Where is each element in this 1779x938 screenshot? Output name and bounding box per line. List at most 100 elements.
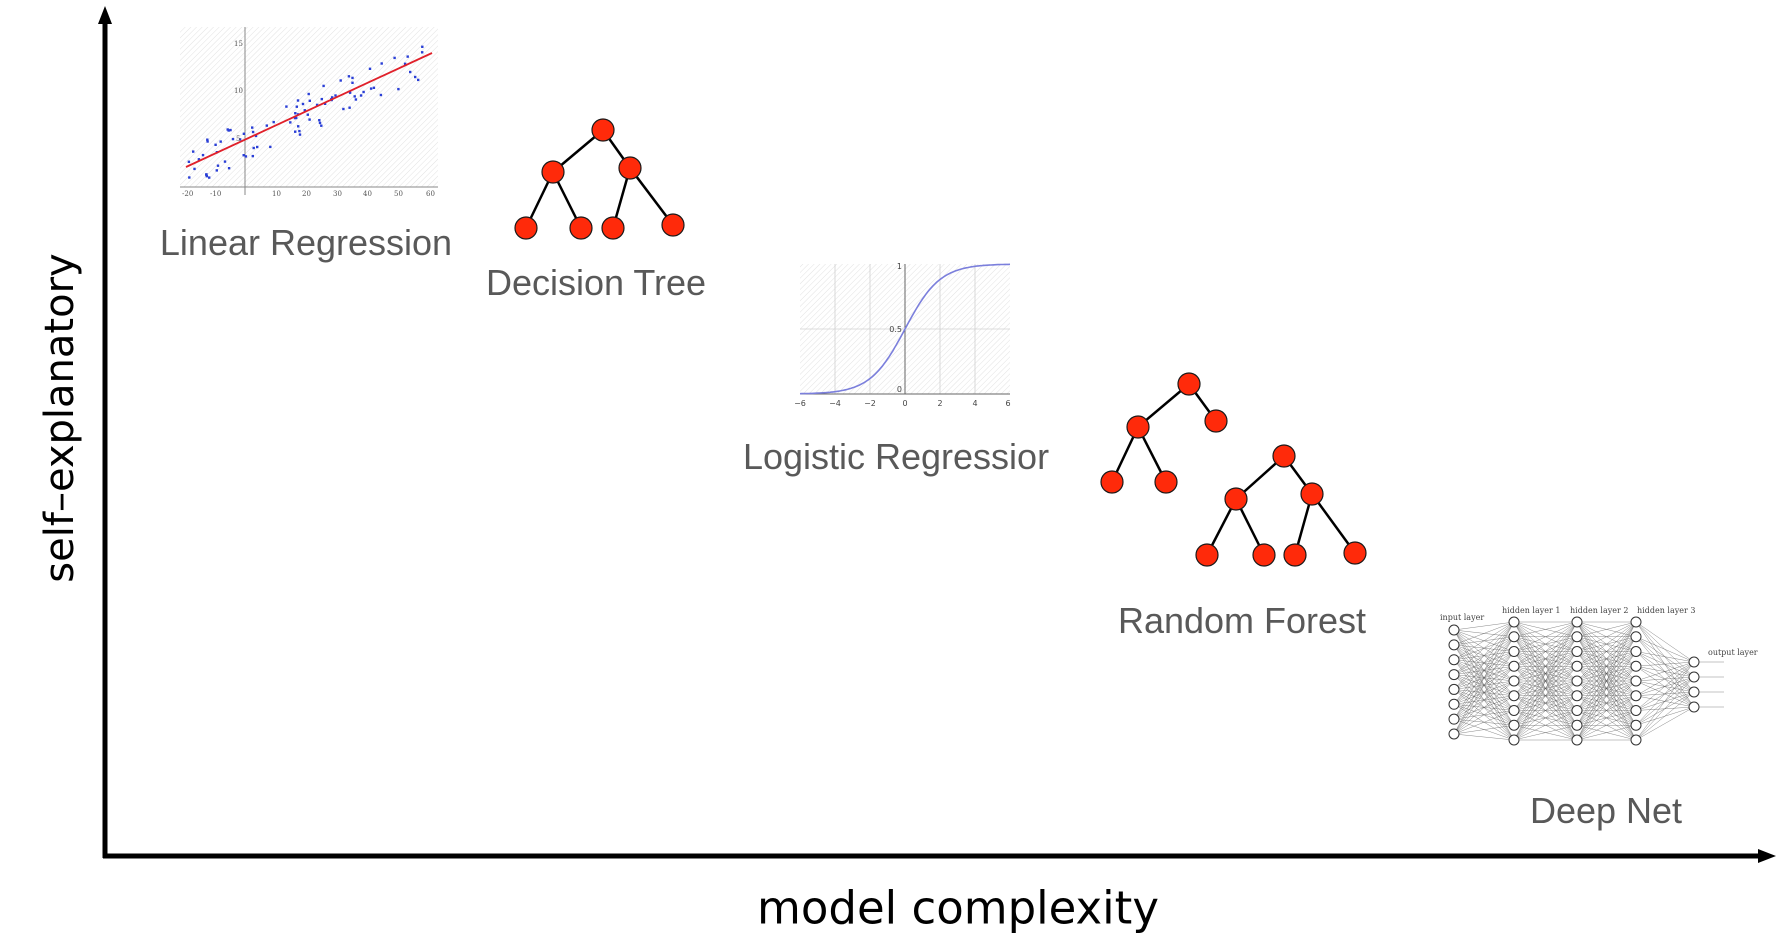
tree-node: [1252, 543, 1276, 567]
network-edge: [1576, 621, 1637, 637]
scatter-point: [320, 124, 323, 127]
deep-net-diagram: input layer hidden layer 1 hidden layer …: [1440, 606, 1758, 746]
tree-node: [541, 160, 565, 184]
network-node: [1508, 675, 1520, 687]
scatter-point: [368, 67, 372, 70]
random-forest-icon: [1100, 372, 1367, 567]
network-edge: [1453, 621, 1515, 646]
scatter-point: [353, 95, 356, 98]
network-edge: [1576, 725, 1637, 741]
tree-node: [1195, 543, 1219, 567]
scatter-point: [188, 176, 191, 179]
scatter-point: [256, 145, 259, 149]
network-node: [1571, 675, 1583, 687]
scatter-point: [342, 107, 345, 111]
y-tick-label: 0.5: [889, 325, 902, 334]
tree-node: [1154, 470, 1178, 494]
network-node: [1630, 631, 1642, 643]
scatter-point: [322, 84, 325, 88]
network-edge: [1576, 680, 1637, 741]
x-tick-label: 20: [302, 190, 311, 198]
scatter-point: [295, 116, 298, 120]
x-tick-label: 6: [1005, 399, 1010, 408]
tree-node: [1204, 409, 1228, 433]
plot-background: [180, 27, 438, 187]
scatter-point: [223, 160, 227, 163]
network-edge: [1453, 621, 1515, 705]
network-node: [1508, 646, 1520, 657]
decision-tree-label: Decision Tree: [485, 262, 707, 303]
scatter-point: [397, 87, 400, 91]
network-edge: [1453, 621, 1515, 720]
scatter-point: [272, 120, 275, 124]
scatter-point: [231, 137, 235, 141]
network-edge: [1453, 651, 1515, 735]
scatter-point: [206, 140, 209, 143]
tree-node: [1126, 415, 1150, 439]
network-edge: [1635, 661, 1695, 711]
scatter-point: [216, 164, 220, 167]
y-tick-label: 5: [236, 135, 240, 143]
scatter-point: [293, 116, 297, 120]
network-nodes: [1448, 616, 1700, 746]
scatter-point: [308, 118, 311, 121]
x-tick-label: 0: [902, 399, 907, 408]
network-edge: [1453, 621, 1515, 675]
scatter-point: [298, 133, 302, 136]
network-edge: [1453, 680, 1515, 735]
scatter-point: [318, 121, 322, 125]
network-node: [1571, 631, 1583, 643]
network-edge: [1453, 710, 1515, 735]
scatter-point: [347, 75, 351, 78]
network-node: [1508, 734, 1520, 746]
network-node: [1571, 646, 1583, 657]
network-node: [1571, 719, 1583, 731]
random-forest-label: Random Forest: [1117, 600, 1367, 641]
scatter-point: [208, 176, 211, 179]
network-edge: [1513, 621, 1578, 696]
scatter-point: [206, 138, 209, 141]
network-edge: [1453, 621, 1515, 660]
scatter-point: [219, 140, 222, 143]
network-node: [1630, 660, 1642, 672]
scatter-point: [201, 153, 205, 157]
network-edge: [1513, 621, 1578, 667]
network-node: [1630, 646, 1642, 657]
network-node: [1571, 705, 1583, 716]
scatter-point: [193, 167, 196, 171]
network-edge: [1513, 621, 1578, 637]
scatter-point: [372, 86, 376, 89]
scatter-point: [320, 97, 323, 101]
scatter-point: [362, 90, 365, 94]
linear-regression-scatter-plot: -20 -10 10 20 30 40 50 60 15 10 5: [180, 27, 438, 198]
deep-net-label: Deep Net: [1529, 790, 1683, 831]
network-node: [1508, 705, 1520, 716]
scatter-point: [251, 154, 254, 158]
tree-node: [1224, 487, 1248, 511]
scatter-point: [331, 96, 334, 99]
network-edge: [1635, 661, 1695, 741]
scatter-point: [303, 109, 306, 112]
network-node: [1508, 690, 1520, 702]
network-node: [1571, 616, 1583, 628]
network-edge: [1513, 621, 1578, 741]
tree-node: [1272, 444, 1296, 468]
network-edge: [1513, 666, 1578, 741]
scatter-point: [323, 102, 327, 105]
scatter-point: [393, 56, 396, 60]
scatter-point: [251, 130, 255, 134]
network-node: [1448, 639, 1460, 651]
decision-tree-icon: [514, 118, 685, 240]
network-edge: [1513, 621, 1578, 726]
scatter-point: [226, 128, 229, 131]
x-axis-label: model complexity: [757, 881, 1159, 935]
tree-node: [1300, 482, 1324, 506]
network-edge: [1576, 621, 1637, 696]
scatter-point: [294, 130, 297, 133]
scatter-point: [187, 160, 191, 163]
layer-label-input: input layer: [1440, 613, 1484, 622]
scatter-point: [227, 167, 231, 170]
scatter-point: [307, 92, 310, 96]
network-edge: [1576, 621, 1637, 711]
